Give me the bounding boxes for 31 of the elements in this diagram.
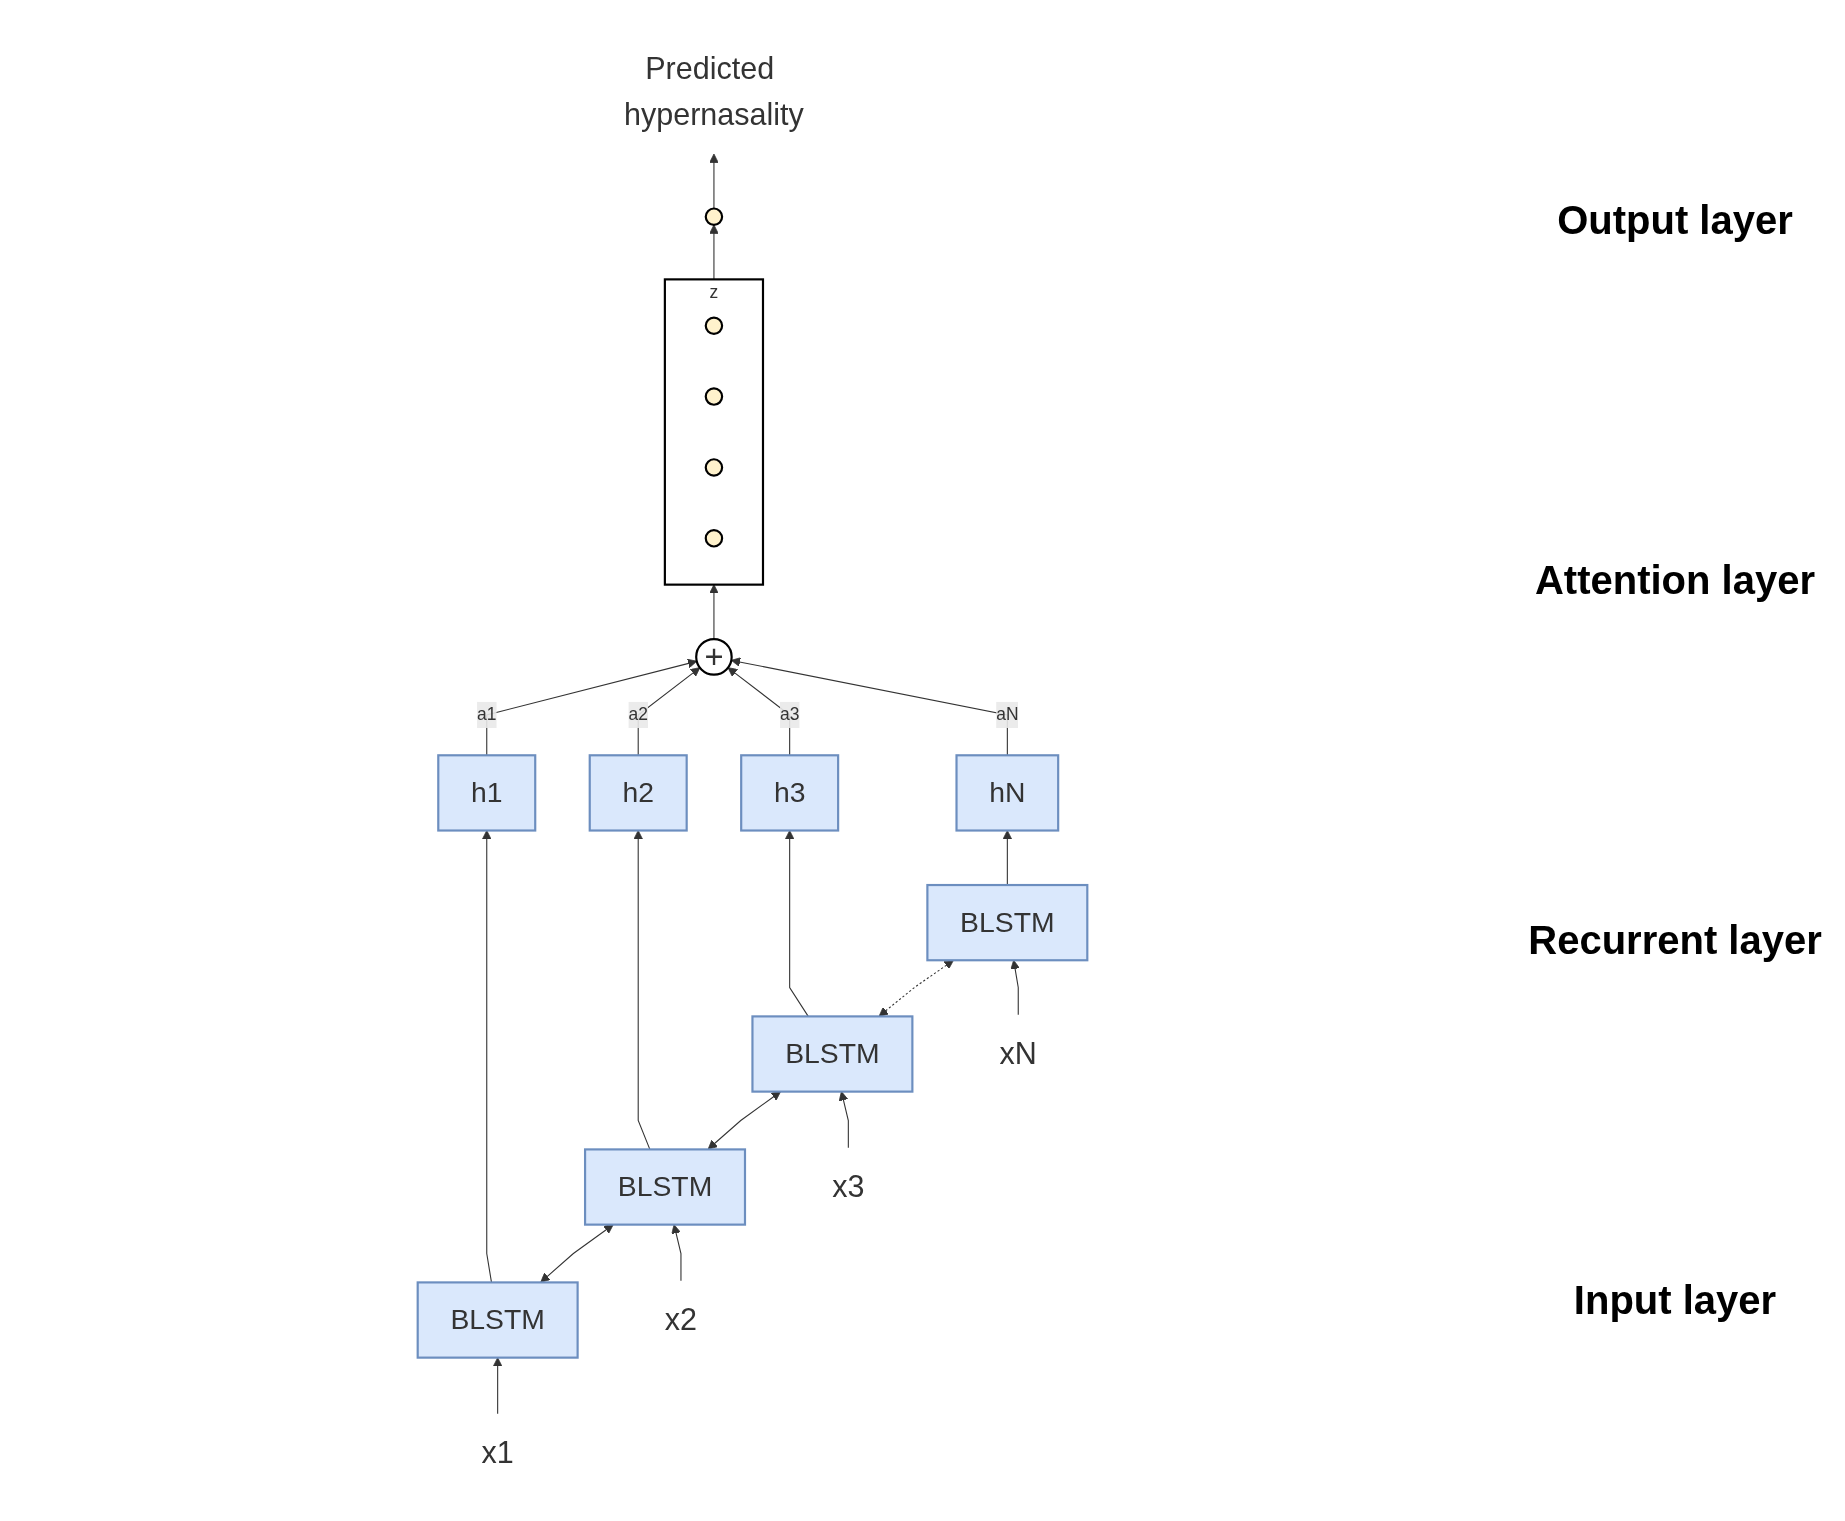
node-circle: + (695, 637, 733, 676)
node-text: Predicted hypernasality (623, 51, 804, 131)
node-text: xN (999, 1036, 1037, 1070)
edge-label: a1 (477, 704, 497, 724)
arrow (709, 153, 719, 209)
node-box: h3 (740, 753, 840, 832)
node-circle (704, 315, 724, 335)
node-label: z (709, 282, 719, 301)
node-circle (704, 528, 724, 548)
node-circle (704, 457, 724, 477)
node-text: x3 (832, 1169, 865, 1203)
node-text: x1 (481, 1435, 514, 1469)
layer-label: Recurrent layer (1527, 918, 1823, 964)
edge-label: a3 (779, 704, 800, 724)
node-circle (704, 206, 724, 226)
node-box: h1 (437, 753, 537, 832)
layer-label: Output layer (1556, 197, 1794, 243)
node-box: BLSTM (416, 1280, 579, 1359)
node-box: h2 (588, 753, 688, 832)
layer-label: Attention layer (1533, 557, 1816, 603)
layer-label: Input layer (1572, 1278, 1778, 1324)
node-box: BLSTM (584, 1147, 747, 1226)
node-text: x2 (664, 1302, 698, 1336)
node-circle (704, 386, 724, 406)
node-box: hN (955, 753, 1060, 832)
edge-label: a2 (628, 704, 648, 724)
edge-label: aN (996, 704, 1019, 724)
arrow (1010, 959, 1020, 1015)
cluster (663, 277, 765, 586)
node-box: BLSTM (926, 883, 1089, 961)
node-box: BLSTM (751, 1014, 914, 1093)
